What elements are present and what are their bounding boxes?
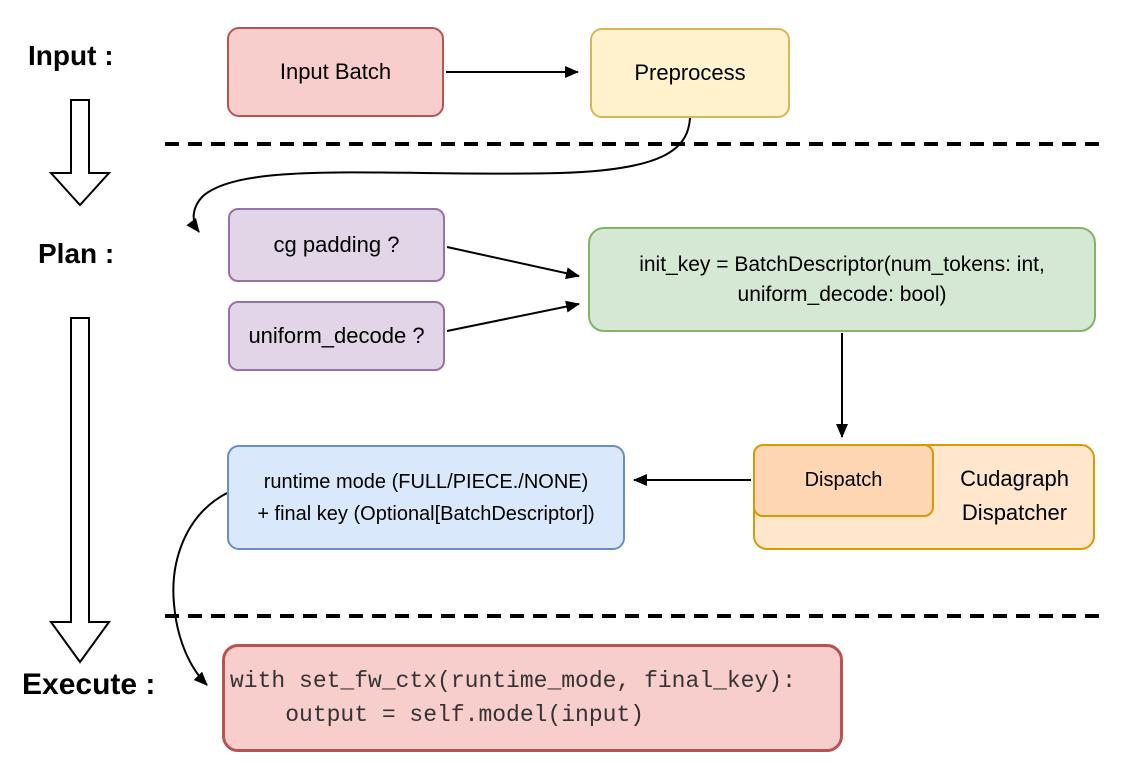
node-dispatch-label: Dispatch (804, 469, 883, 491)
node-uniform-decode-label: uniform_decode ? (248, 323, 425, 349)
node-preprocess: Preprocess (590, 28, 790, 118)
node-uniform-decode: uniform_decode ? (228, 301, 445, 371)
node-dispatch: Dispatch (753, 444, 934, 517)
node-init-key-line2: uniform_decode: bool) (737, 282, 947, 306)
node-input-batch: Input Batch (227, 27, 444, 117)
node-init-key-line1: init_key = BatchDescriptor(num_tokens: i… (639, 252, 1045, 276)
stage-arrow-input-to-plan-icon (48, 99, 112, 207)
cudagraph-label-line2: Dispatcher (961, 500, 1068, 525)
stage-label-input: Input : (28, 40, 114, 71)
execute-code-line1: with set_fw_ctx(runtime_mode, final_key)… (230, 668, 796, 694)
node-runtime-mode-line1: runtime mode (FULL/PIECE./NONE) (263, 470, 589, 493)
node-runtime-mode: runtime mode (FULL/PIECE./NONE) + final … (227, 445, 625, 550)
execute-code-line2: output = self.model(input) (230, 702, 645, 728)
node-execute-code: with set_fw_ctx(runtime_mode, final_key)… (222, 644, 843, 752)
stage-label-plan: Plan : (38, 238, 115, 269)
stage-label-execute: Execute : (22, 668, 156, 701)
node-cg-padding-label: cg padding ? (273, 232, 400, 258)
node-init-key: init_key = BatchDescriptor(num_tokens: i… (588, 227, 1096, 332)
stage-arrow-plan-to-execute-icon (49, 317, 111, 664)
cudagraph-label-line1: Cudagraph (960, 466, 1069, 491)
node-cudagraph-dispatcher-label: Cudagraph Dispatcher (933, 462, 1096, 530)
arrow-cg-padding-to-init-key (446, 246, 580, 280)
node-runtime-mode-line2: + final key (Optional[BatchDescriptor]) (257, 502, 595, 525)
node-cg-padding: cg padding ? (228, 208, 445, 282)
arrow-uniform-decode-to-init-key (446, 300, 580, 332)
curve-runtime-mode-to-execute-code (172, 492, 228, 686)
node-preprocess-label: Preprocess (634, 60, 746, 86)
node-input-batch-label: Input Batch (279, 59, 392, 85)
